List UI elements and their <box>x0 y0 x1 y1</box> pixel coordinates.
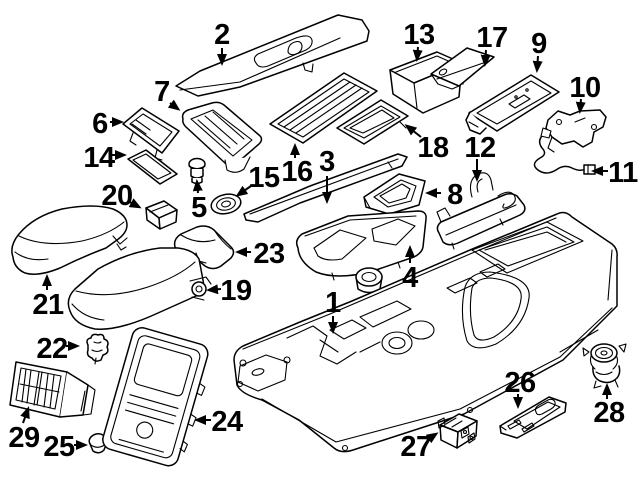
part-number-27: 27 <box>400 431 431 463</box>
part-small-storage-tray <box>122 107 180 161</box>
callout-20: 20 <box>101 180 142 212</box>
callout-29: 29 <box>8 406 40 454</box>
part-number-20: 20 <box>101 180 132 212</box>
part-number-3: 3 <box>319 146 335 178</box>
part-controller-knob <box>582 343 627 389</box>
part-rubber-mat <box>269 72 378 144</box>
leader-arrow-10 <box>575 98 586 114</box>
callout-17: 17 <box>476 22 508 67</box>
part-number-24: 24 <box>211 406 243 438</box>
part-number-12: 12 <box>464 132 495 164</box>
part-number-13: 13 <box>403 19 435 51</box>
callouts: 1 2 3 4 5 6 7 8 <box>8 19 638 463</box>
part-number-7: 7 <box>154 76 170 108</box>
callout-8: 8 <box>425 179 464 211</box>
part-number-21: 21 <box>32 289 64 321</box>
callout-13: 13 <box>403 19 435 62</box>
part-small-trim-strip <box>127 149 178 185</box>
leader-arrow-13 <box>412 46 423 62</box>
part-small-tray-insert <box>336 99 409 145</box>
callout-25: 25 <box>43 431 88 463</box>
part-rear-air-vent <box>9 361 96 418</box>
part-number-15: 15 <box>248 162 280 194</box>
callout-14: 14 <box>83 142 127 174</box>
part-storage-tray <box>181 101 263 173</box>
part-retaining-clip <box>86 333 109 365</box>
callout-4: 4 <box>402 245 419 294</box>
part-small-box-module <box>145 200 178 230</box>
callout-5: 5 <box>191 179 208 224</box>
part-number-29: 29 <box>8 422 40 454</box>
part-wiring-harness <box>533 127 596 175</box>
callout-26: 26 <box>504 367 536 409</box>
leader-arrow-9 <box>532 55 543 73</box>
leader-arrow-5 <box>192 179 203 194</box>
part-rear-console-panel <box>102 327 209 467</box>
leader-arrow-27 <box>425 432 439 444</box>
callout-12: 12 <box>464 132 496 182</box>
part-number-11: 11 <box>608 157 638 189</box>
part-thin-trim-strip <box>243 153 408 223</box>
leader-arrow-15 <box>235 185 252 197</box>
leader-arrow-19 <box>206 284 222 295</box>
part-number-25: 25 <box>43 431 75 463</box>
part-knob-cap <box>188 157 206 185</box>
part-rear-switch-panel <box>499 396 567 439</box>
part-armrest-lid <box>11 205 128 275</box>
callout-6: 6 <box>92 108 124 140</box>
callout-2: 2 <box>214 19 230 66</box>
callout-23: 23 <box>235 238 285 270</box>
part-number-17: 17 <box>476 22 507 54</box>
callout-1: 1 <box>325 287 342 334</box>
part-armrest-cushion <box>67 247 212 330</box>
leader-arrow-7 <box>167 99 181 111</box>
part-number-4: 4 <box>402 262 418 294</box>
callout-22: 22 <box>36 333 80 365</box>
leader-arrow-18 <box>404 124 422 138</box>
callout-27: 27 <box>400 431 439 463</box>
part-number-1: 1 <box>325 287 341 319</box>
part-number-23: 23 <box>253 238 285 270</box>
part-number-14: 14 <box>83 142 115 174</box>
leader-arrow-20 <box>127 198 142 209</box>
part-rear-tray <box>465 74 560 135</box>
part-number-9: 9 <box>531 28 547 60</box>
part-corner-trim-panel <box>363 173 426 215</box>
part-shifter-trim-frame <box>295 210 427 294</box>
callout-15: 15 <box>235 162 280 197</box>
part-number-6: 6 <box>92 108 108 140</box>
part-compartment-lid <box>430 47 495 90</box>
callout-28: 28 <box>593 383 625 429</box>
callout-21: 21 <box>32 274 64 321</box>
callout-10: 10 <box>569 72 601 114</box>
part-mounting-bracket <box>545 109 607 153</box>
part-front-trim-strip <box>175 14 370 97</box>
part-number-16: 16 <box>281 156 313 188</box>
part-number-8: 8 <box>447 179 463 211</box>
part-number-5: 5 <box>191 192 207 224</box>
leader-arrow-29 <box>20 406 30 424</box>
part-armrest-hinge <box>189 276 212 301</box>
callout-16: 16 <box>281 143 313 188</box>
part-number-28: 28 <box>593 397 625 429</box>
callout-11: 11 <box>591 157 639 189</box>
callout-3: 3 <box>319 146 336 204</box>
callout-24: 24 <box>194 406 243 438</box>
part-emblem-roundel <box>210 193 242 215</box>
callout-7: 7 <box>154 76 181 111</box>
callout-19: 19 <box>206 275 252 307</box>
callout-18: 18 <box>404 124 449 164</box>
leader-arrow-17 <box>480 49 491 67</box>
part-socket-switch-block <box>437 413 478 449</box>
part-number-2: 2 <box>214 19 230 51</box>
part-number-22: 22 <box>36 333 67 365</box>
callout-9: 9 <box>531 28 548 73</box>
part-number-26: 26 <box>504 367 536 399</box>
part-center-console-body <box>233 211 618 453</box>
part-number-19: 19 <box>220 275 252 307</box>
part-number-18: 18 <box>417 132 449 164</box>
part-number-10: 10 <box>569 72 600 104</box>
